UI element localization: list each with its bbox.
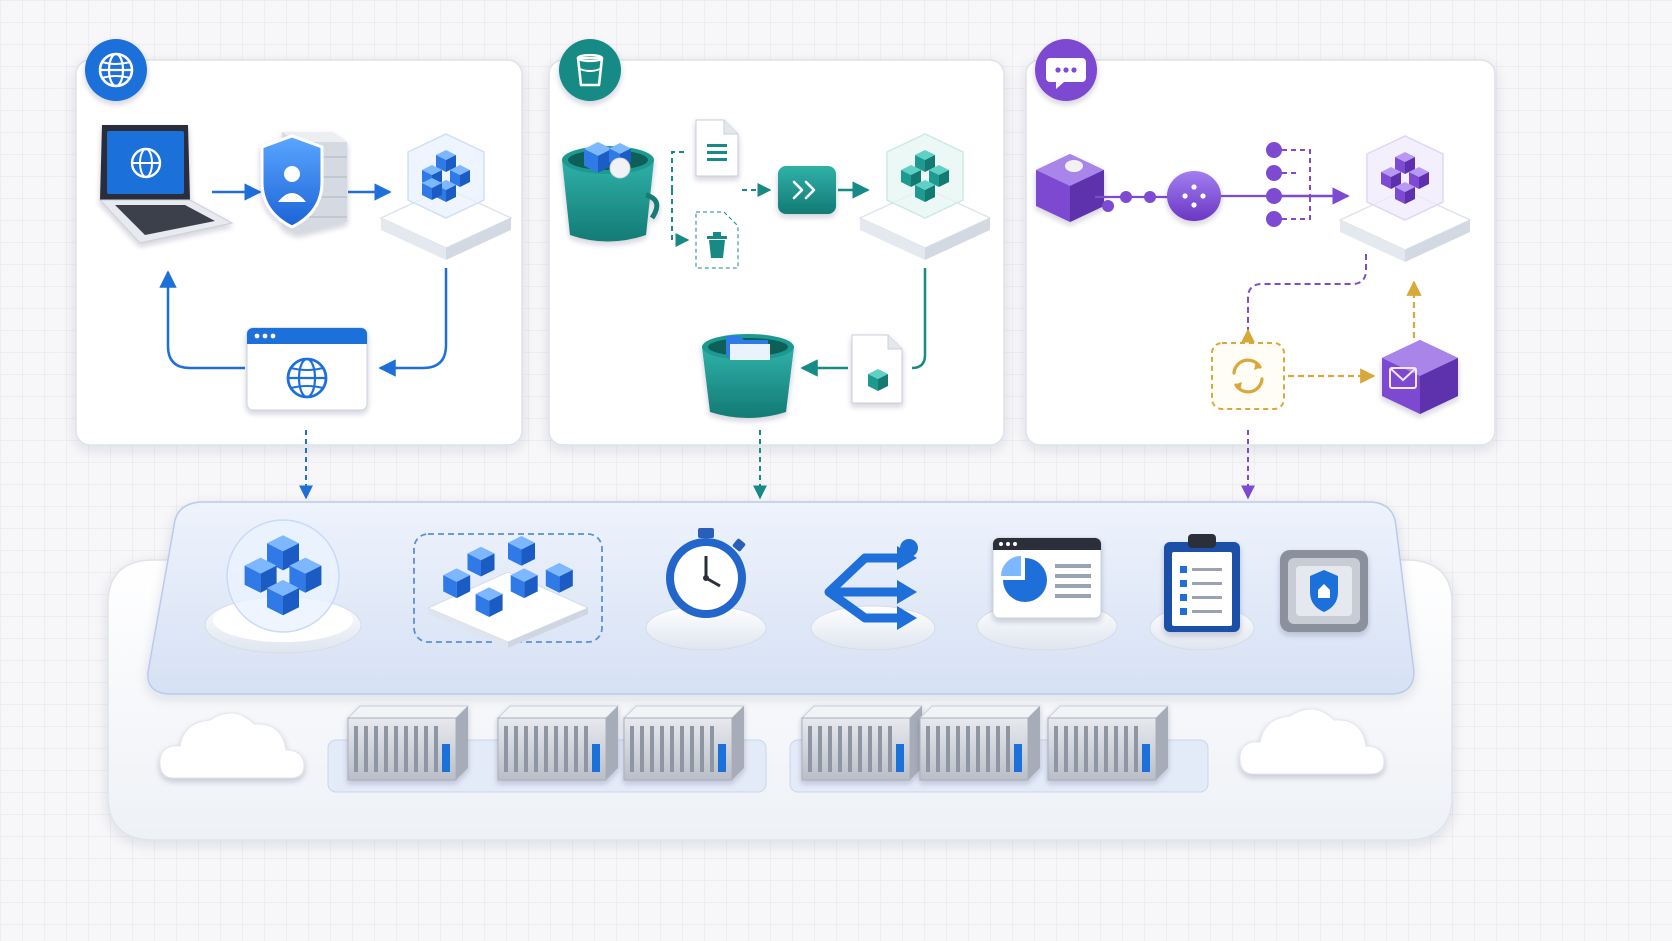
branch-arrows-icon <box>810 539 936 651</box>
retry-icon <box>1211 342 1285 410</box>
trash-icon <box>695 211 739 269</box>
flow-browser-to-laptop <box>159 270 245 370</box>
container-group-icon <box>413 533 603 648</box>
server-rack-icon <box>1046 705 1170 781</box>
server-rack-icon <box>800 705 924 781</box>
chat-bubble-icon <box>1035 39 1097 101</box>
cloud-icon <box>1239 708 1385 775</box>
queue-node-icon <box>1167 171 1221 221</box>
archive-bucket-icon <box>702 334 794 418</box>
compute-cube-icon <box>380 133 512 261</box>
secure-vault-icon <box>1280 550 1368 632</box>
cloud-icon <box>159 712 305 779</box>
managed-cluster-icon <box>204 519 362 654</box>
router-icon <box>778 166 836 214</box>
clipboard-checklist-icon <box>1149 534 1255 651</box>
laptop-icon <box>98 125 234 244</box>
server-rack-icon <box>496 705 620 781</box>
globe-icon <box>85 39 147 101</box>
document-icon <box>695 119 739 177</box>
server-rack-icon <box>918 705 1042 781</box>
compute-cube-icon <box>1339 135 1471 263</box>
server-rack-icon <box>622 705 746 781</box>
file-cube-icon <box>851 334 903 404</box>
dead-letter-mail-icon <box>1382 340 1458 414</box>
server-rack-icon <box>346 705 470 781</box>
firewall-shield-icon <box>260 132 347 234</box>
stopwatch-icon <box>645 528 767 651</box>
fanout-icon <box>1266 142 1350 227</box>
flow-compute-to-file <box>911 268 927 370</box>
flow-compute-to-retry <box>1247 254 1367 340</box>
browser-window-icon <box>246 327 368 411</box>
flow-bucket-branches <box>671 151 688 240</box>
compute-cube-icon <box>859 133 991 261</box>
server-rack-icon <box>346 705 1170 781</box>
producer-cube-icon <box>1036 154 1104 222</box>
dashboard-icon <box>976 537 1118 651</box>
bucket-icon <box>562 142 660 242</box>
bucket-icon <box>559 39 621 101</box>
flow-compute-to-browser <box>378 268 448 377</box>
